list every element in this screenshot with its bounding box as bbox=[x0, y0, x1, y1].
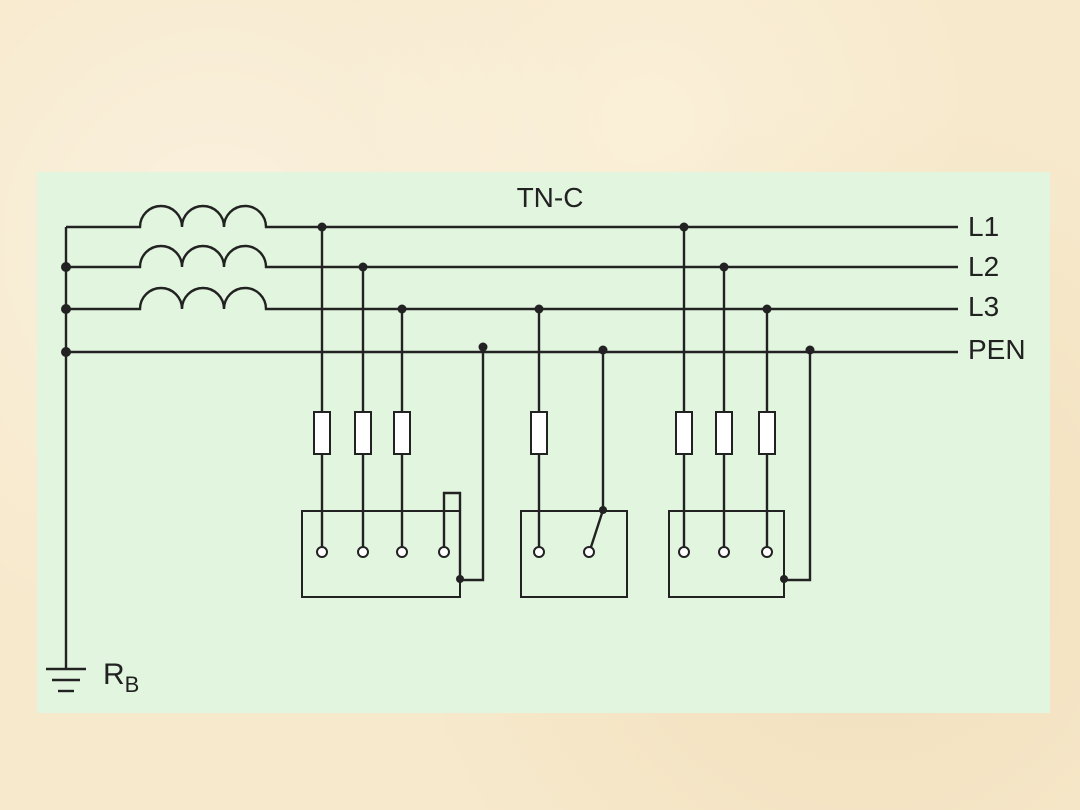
load-three-phase-motor bbox=[668, 222, 815, 598]
fuse-icon bbox=[393, 411, 411, 455]
load-single-phase bbox=[520, 304, 628, 598]
terminal bbox=[678, 546, 690, 558]
diagram-title: TN-C bbox=[517, 182, 584, 213]
label-l3: L3 bbox=[968, 291, 999, 322]
terminal bbox=[396, 546, 408, 558]
fuse-icon bbox=[675, 411, 693, 455]
earth-resistance-subscript: B bbox=[125, 672, 140, 697]
load-enclosure bbox=[668, 510, 785, 598]
ground-icon bbox=[46, 667, 86, 693]
transformer-windings bbox=[66, 204, 958, 311]
star-point-earthing bbox=[46, 227, 86, 693]
label-l2: L2 bbox=[968, 251, 999, 282]
terminal bbox=[761, 546, 773, 558]
fuse-icon bbox=[354, 411, 372, 455]
fuse-icon bbox=[313, 411, 331, 455]
label-l1: L1 bbox=[968, 211, 999, 242]
fuse-icon bbox=[758, 411, 776, 455]
terminal bbox=[583, 546, 595, 558]
winding-l2 bbox=[66, 244, 958, 269]
terminal bbox=[438, 546, 450, 558]
load-three-phase-with-pen bbox=[301, 222, 488, 598]
terminal bbox=[533, 546, 545, 558]
earth-resistance-label: RB bbox=[103, 658, 139, 697]
fuse-icon bbox=[530, 411, 548, 455]
winding-l3 bbox=[66, 286, 958, 311]
terminal bbox=[357, 546, 369, 558]
terminal bbox=[718, 546, 730, 558]
earth-resistance-main: R bbox=[103, 658, 125, 691]
winding-l1 bbox=[66, 204, 958, 229]
terminal bbox=[316, 546, 328, 558]
fuse-icon bbox=[715, 411, 733, 455]
load-enclosure bbox=[520, 510, 628, 598]
label-pen: PEN bbox=[968, 334, 1026, 365]
